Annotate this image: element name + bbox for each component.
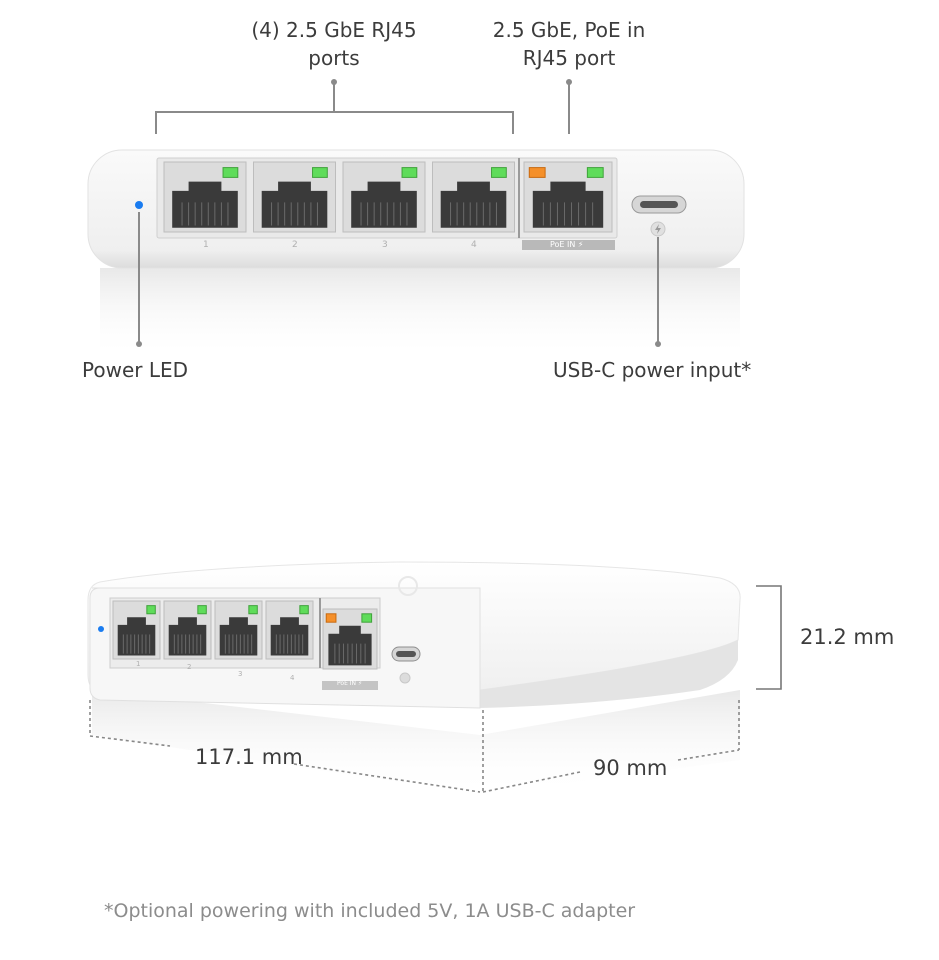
persp-poe-in-label: PoE IN ⚡ (337, 680, 363, 687)
persp-rj45-port-4 (265, 600, 314, 660)
port-number-2: 2 (292, 240, 298, 250)
port-number-3: 3 (382, 240, 388, 250)
port-number-1: 1 (203, 240, 209, 250)
front-link-led-4 (491, 167, 507, 178)
power-led-front (135, 201, 143, 209)
poe-in-label: PoE IN ⚡ (550, 240, 584, 249)
persp-poe-led (325, 613, 337, 623)
persp-port-number-3: 3 (238, 670, 243, 678)
persp-link-led-1 (146, 605, 156, 615)
front-rj45-port-1 (163, 161, 247, 233)
front-link-led-3 (401, 167, 418, 178)
usbc-port-front-inner (640, 201, 678, 208)
dimension-height: 21.2 mm (800, 625, 895, 649)
callout-power-led: Power LED (82, 358, 189, 382)
port-number-4: 4 (471, 240, 477, 250)
callout-usbc-input: USB-C power input* (553, 358, 752, 382)
width-dims (89, 700, 740, 793)
front-reflection (100, 268, 740, 358)
persp-link-led-4 (299, 605, 309, 615)
persp-port-number-1: 1 (136, 660, 141, 668)
persp-link-led-5 (361, 613, 373, 623)
front-link-led-5 (586, 167, 604, 178)
persp-poe-strip (322, 681, 378, 690)
persp-link-led-3 (248, 605, 258, 615)
front-rj45-port-2 (253, 161, 336, 233)
callout-rj45-ports: (4) 2.5 GbE RJ45 ports (251, 18, 417, 70)
height-bracket (756, 585, 782, 690)
poe-label-strip (522, 240, 615, 250)
persp-rj45-port-1 (112, 600, 161, 660)
power-led-persp (98, 626, 104, 632)
persp-rj45-port-5 (322, 608, 378, 670)
persp-rj45-port-2 (163, 600, 212, 660)
persp-rj45-port-3 (214, 600, 263, 660)
front-rj45-port-4 (432, 161, 515, 233)
front-rj45-port-5 (523, 161, 613, 233)
front-rj45-port-3 (342, 161, 426, 233)
persp-reflection (92, 690, 740, 795)
persp-link-led-2 (197, 605, 207, 615)
front-link-led-1 (222, 167, 239, 178)
lightning-icon (655, 224, 661, 234)
front-poe-led (528, 167, 546, 178)
rj45-bracket (155, 82, 514, 134)
persp-port-number-2: 2 (187, 663, 192, 671)
dimension-width: 117.1 mm (195, 745, 303, 769)
front-link-led-2 (312, 167, 328, 178)
dimension-depth: 90 mm (593, 756, 668, 780)
ui-logo-mark (398, 576, 418, 596)
footnote: *Optional powering with included 5V, 1A … (104, 900, 636, 922)
persp-port-number-4: 4 (290, 674, 295, 682)
callout-poe-port: 2.5 GbE, PoE in RJ45 port (492, 18, 646, 70)
